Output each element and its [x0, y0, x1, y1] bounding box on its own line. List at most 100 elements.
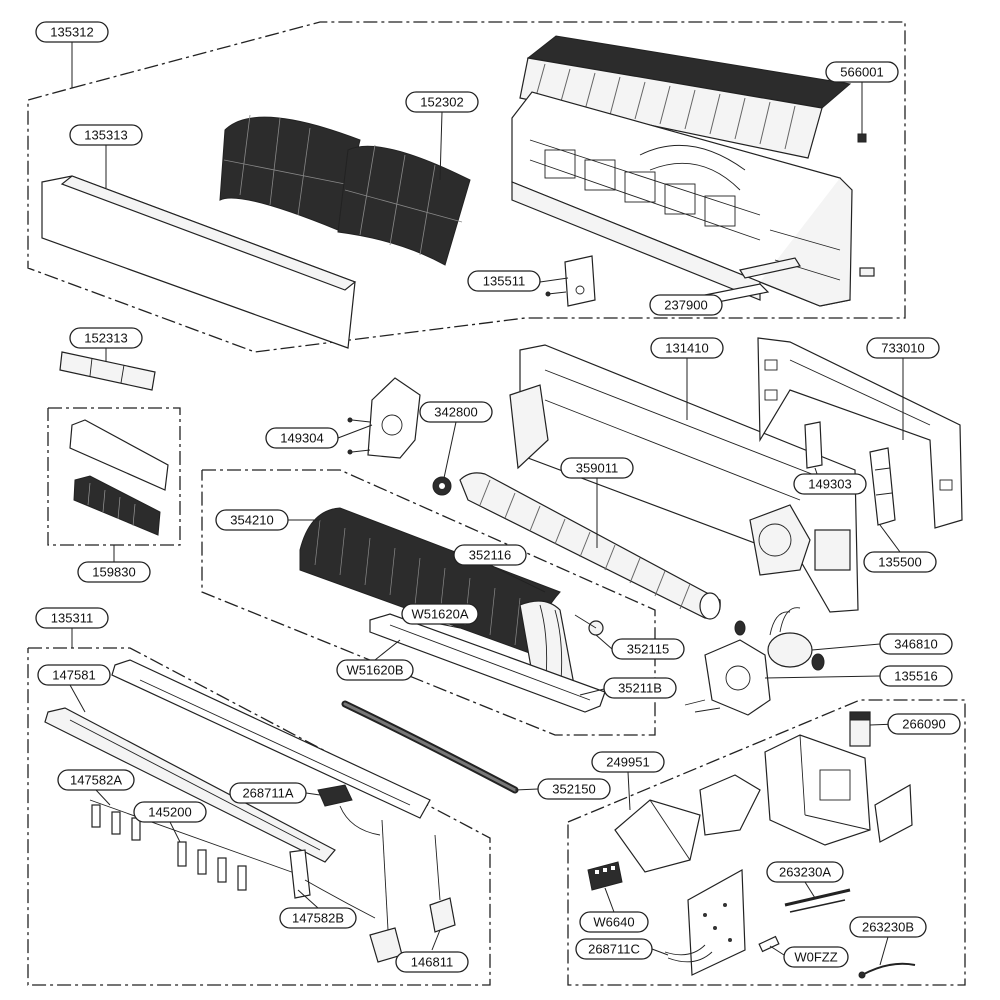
harness-268711C — [664, 944, 713, 963]
label-359011: 359011 — [560, 457, 634, 479]
label-152302: 152302 — [405, 91, 479, 113]
label-W6640: W6640 — [579, 911, 649, 933]
label-147581: 147581 — [37, 664, 111, 686]
label-354210: 354210 — [215, 509, 289, 531]
cover-panel — [874, 783, 913, 843]
label-35211B-text: 35211B — [618, 681, 662, 696]
label-152313: 152313 — [69, 327, 143, 349]
label-131410: 131410 — [650, 337, 724, 359]
filter-frame-159830 — [69, 419, 169, 536]
label-W6640-text: W6640 — [593, 915, 634, 930]
group-boundary-electrical — [567, 699, 966, 986]
label-346810: 346810 — [879, 633, 953, 655]
label-146811: 146811 — [395, 951, 469, 973]
label-135511: 135511 — [467, 270, 541, 292]
label-149303: 149303 — [793, 473, 867, 495]
label-159830-text: 159830 — [92, 565, 135, 580]
label-237900-text: 237900 — [664, 298, 707, 313]
label-263230A: 263230A — [766, 861, 844, 883]
label-152302-text: 152302 — [420, 95, 463, 110]
louver-blades-145200 — [89, 799, 301, 891]
label-135311: 135311 — [35, 607, 109, 629]
front-grille-top — [519, 35, 852, 159]
label-352150: 352150 — [537, 778, 611, 800]
label-135311-text: 135311 — [51, 611, 93, 626]
fuse-W0FZZ — [758, 935, 780, 953]
air-filter-right — [337, 144, 471, 266]
label-145200-text: 145200 — [148, 805, 191, 820]
installation-plate — [757, 337, 963, 529]
label-135312: 135312 — [35, 21, 109, 43]
label-35211B: 35211B — [603, 677, 677, 699]
label-135313-text: 135313 — [84, 128, 127, 143]
label-W0FZZ-text: W0FZZ — [794, 950, 837, 965]
label-149304-text: 149304 — [280, 431, 323, 446]
control-board-249951 — [614, 774, 761, 873]
motor-holder — [684, 639, 771, 716]
label-263230B: 263230B — [849, 916, 927, 938]
label-135313: 135313 — [69, 124, 143, 146]
label-W51620B-text: W51620B — [346, 663, 403, 678]
group-boundary-louver — [27, 647, 491, 986]
drain-pan-352116 — [369, 613, 606, 713]
label-352116-text: 352116 — [469, 548, 511, 563]
label-733010: 733010 — [866, 337, 940, 359]
label-268711C: 268711C — [575, 938, 653, 960]
label-131410-text: 131410 — [665, 341, 708, 356]
label-263230B-text: 263230B — [862, 920, 914, 935]
label-263230A-text: 263230A — [779, 865, 831, 880]
label-266090-text: 266090 — [902, 717, 945, 732]
label-147582B: 147582B — [279, 907, 357, 929]
label-268711C-text: 268711C — [588, 942, 640, 957]
label-354210-text: 354210 — [230, 513, 273, 528]
label-352116: 352116 — [453, 544, 527, 566]
label-566001-text: 566001 — [840, 65, 883, 80]
label-342800: 342800 — [419, 401, 493, 423]
label-135312-text: 135312 — [50, 25, 93, 40]
drain-hose-352150 — [341, 700, 519, 794]
connector-W6640 — [587, 861, 623, 891]
pcb-board — [687, 869, 746, 976]
bracket-135500 — [869, 447, 896, 526]
label-342800-text: 342800 — [434, 405, 477, 420]
label-135516: 135516 — [879, 665, 953, 687]
label-159830: 159830 — [77, 561, 151, 583]
label-149304: 149304 — [265, 427, 339, 449]
label-147582A: 147582A — [57, 769, 135, 791]
front-panel — [41, 175, 357, 349]
label-268711A-text: 268711A — [242, 786, 293, 801]
wire-263230B — [858, 962, 916, 979]
label-346810-text: 346810 — [894, 637, 937, 652]
cross-flow-fan — [459, 472, 721, 620]
label-359011-text: 359011 — [576, 461, 618, 476]
label-268711A: 268711A — [229, 782, 307, 804]
air-filter-left — [219, 114, 361, 231]
label-135511-text: 135511 — [483, 274, 525, 289]
label-249951: 249951 — [591, 751, 665, 773]
label-W0FZZ: W0FZZ — [783, 946, 849, 968]
bracket-135511 — [545, 255, 596, 307]
label-135500: 135500 — [863, 551, 937, 573]
label-145200: 145200 — [133, 801, 207, 823]
louver-motor-268711A — [317, 784, 381, 836]
terminal-266090 — [849, 711, 871, 747]
label-566001: 566001 — [825, 61, 899, 83]
label-147582B-text: 147582B — [292, 911, 344, 926]
label-146811-text: 146811 — [411, 955, 453, 970]
label-135516-text: 135516 — [894, 669, 937, 684]
lower-frame-147581 — [44, 659, 431, 863]
bracket-149303 — [804, 421, 823, 469]
label-W51620A-text: W51620A — [411, 607, 468, 622]
wire-263230A — [784, 888, 851, 913]
bracket-147582B — [289, 849, 376, 919]
stepping-motor-146811 — [369, 819, 456, 963]
side-bracket-left — [347, 377, 421, 459]
label-147582A-text: 147582A — [70, 773, 122, 788]
label-152313-text: 152313 — [84, 331, 127, 346]
label-W51620A: W51620A — [401, 603, 479, 625]
pipe-352115 — [574, 614, 604, 636]
label-733010-text: 733010 — [881, 341, 924, 356]
label-249951-text: 249951 — [606, 755, 649, 770]
label-237900: 237900 — [649, 294, 723, 316]
